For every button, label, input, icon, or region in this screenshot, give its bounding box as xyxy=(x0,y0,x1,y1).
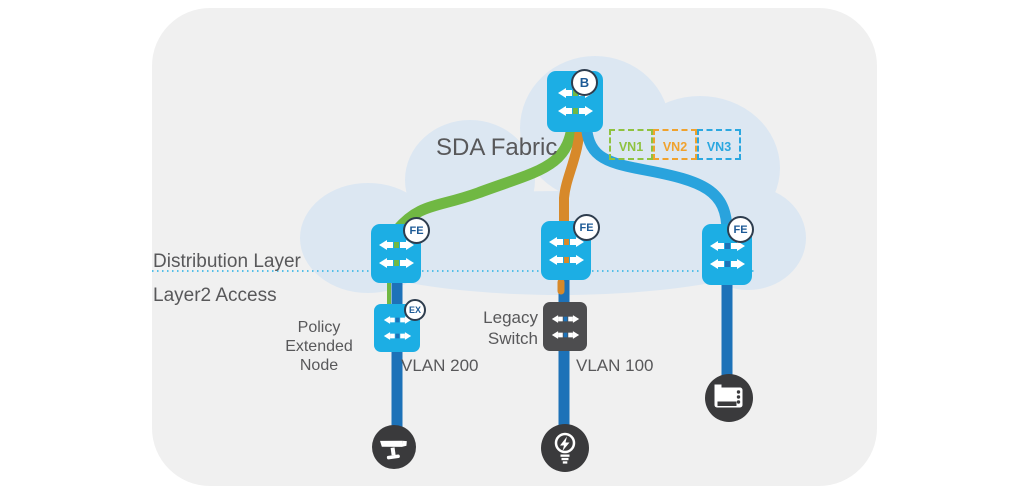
policy-extended-node-label: Policy Extended Node xyxy=(285,319,353,374)
camera-endpoint-icon xyxy=(372,425,416,469)
vn2-box: VN2 xyxy=(653,129,697,160)
fabric-edge-badge-label: FE xyxy=(409,224,424,237)
sda-fabric-title: SDA Fabric xyxy=(436,134,558,161)
fabric-edge-switch-right xyxy=(702,224,752,285)
switch-arrows-icon xyxy=(383,316,411,324)
switch-arrows-icon xyxy=(709,258,745,269)
card-reader-endpoint-icon xyxy=(705,374,753,422)
vn3-label: VN3 xyxy=(706,140,732,154)
lightbulb-endpoint-icon xyxy=(541,424,589,472)
vn3-box: VN3 xyxy=(697,129,741,160)
fabric-edge-badge-middle: FE xyxy=(573,214,600,241)
policy-extended-node-switch xyxy=(374,304,420,352)
switch-arrows-icon xyxy=(383,332,411,340)
legacy-switch-label: Legacy Switch xyxy=(483,308,538,349)
distribution-layer-label: Distribution Layer xyxy=(153,251,301,272)
extended-node-badge-label: EX xyxy=(408,305,421,315)
switch-arrows-icon xyxy=(378,257,414,268)
switch-arrows-icon xyxy=(548,236,584,247)
layer2-access-label: Layer2 Access xyxy=(153,285,277,306)
fabric-edge-badge-right: FE xyxy=(727,216,754,243)
fabric-edge-badge-label: FE xyxy=(579,221,594,234)
vn1-label: VN1 xyxy=(618,140,644,154)
vlan-100-label: VLAN 100 xyxy=(576,356,654,375)
switch-arrows-icon xyxy=(551,314,579,323)
border-node-badge-label: B xyxy=(579,75,590,90)
switch-arrows-icon xyxy=(551,330,579,339)
switch-arrows-icon xyxy=(709,240,745,251)
switch-arrows-icon xyxy=(557,105,593,116)
fabric-edge-badge-label: FE xyxy=(733,223,748,236)
link-vn1-green xyxy=(391,112,579,236)
vlan-200-label: VLAN 200 xyxy=(401,356,479,375)
vn2-label: VN2 xyxy=(662,140,688,154)
legacy-switch xyxy=(543,302,587,351)
border-node-badge: B xyxy=(571,69,598,96)
switch-arrows-icon xyxy=(378,239,414,250)
vn-list: VN1 VN2 VN3 xyxy=(609,129,741,160)
extended-node-badge: EX xyxy=(404,299,426,321)
link-vn3-blue xyxy=(580,114,733,238)
vn1-box: VN1 xyxy=(609,129,653,160)
switch-arrows-icon xyxy=(548,254,584,265)
fabric-edge-badge-left: FE xyxy=(403,217,430,244)
